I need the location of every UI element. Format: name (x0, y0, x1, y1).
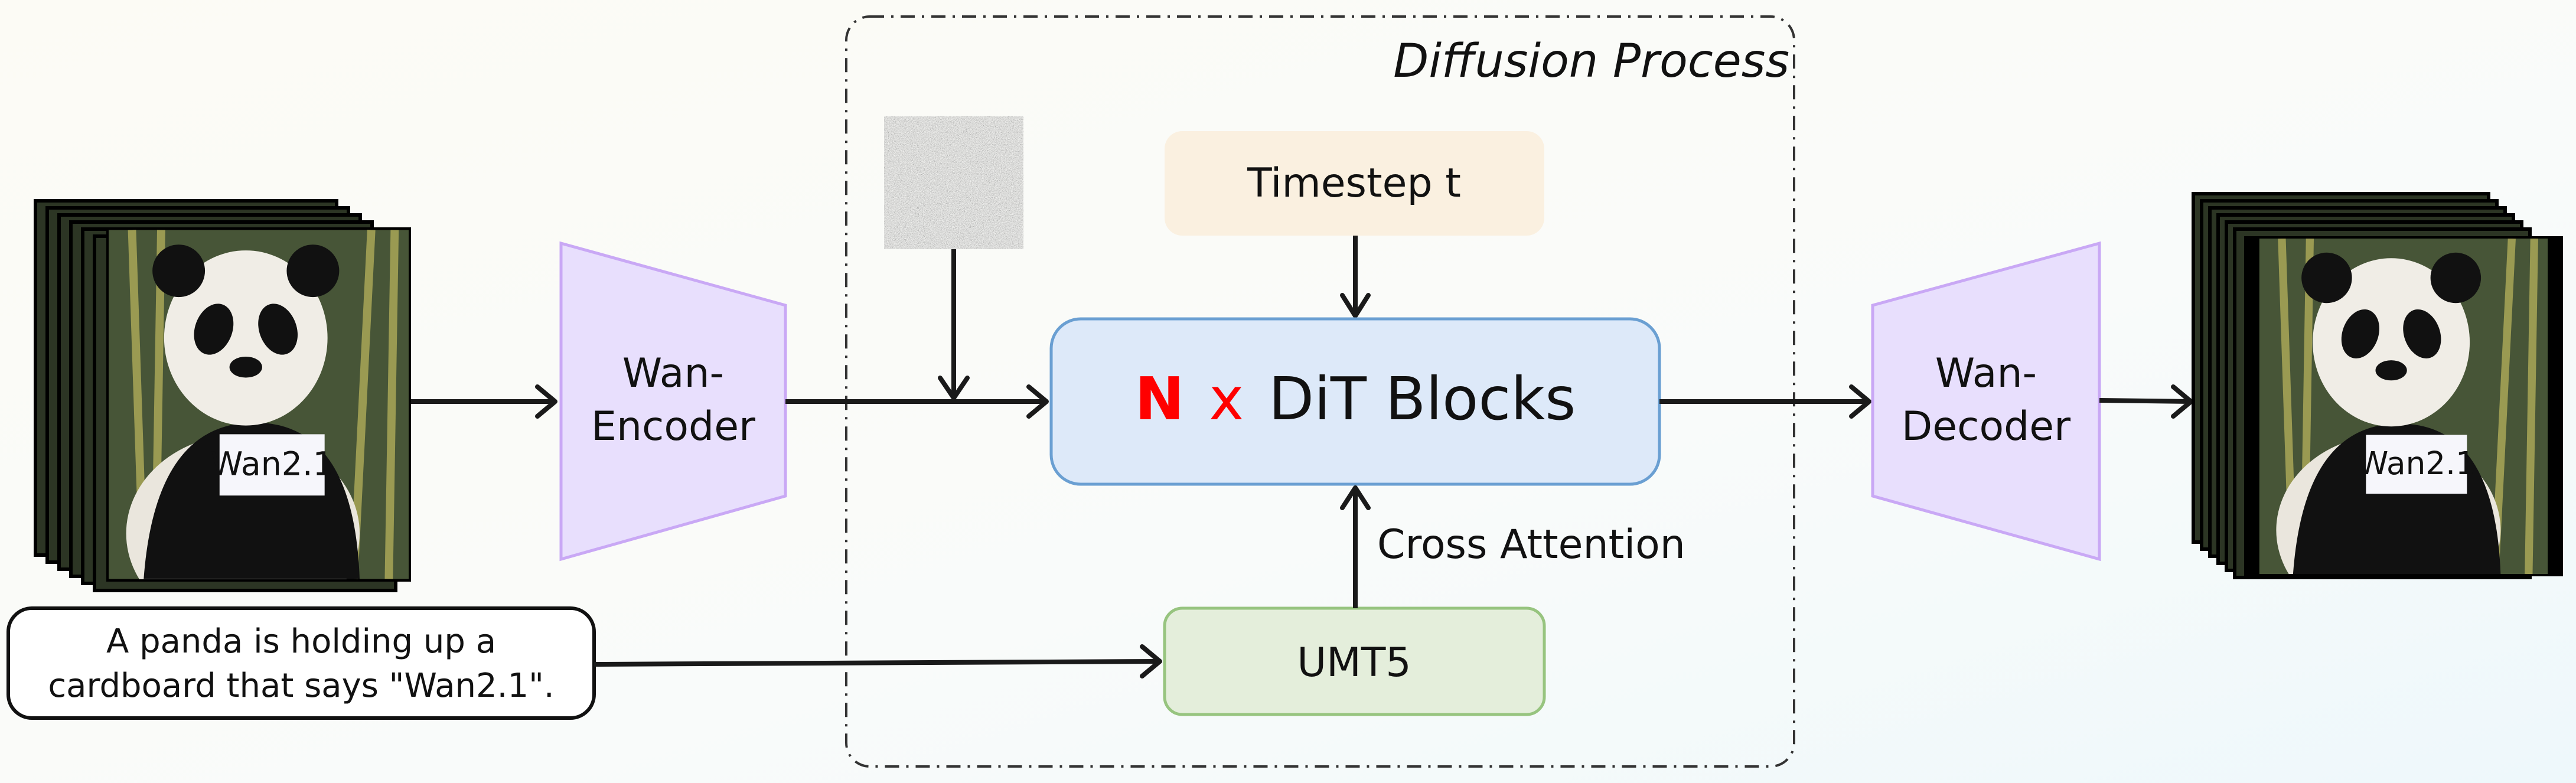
diffusion-process-label: Diffusion Process (1393, 35, 1789, 88)
decoder-label-line1: Wan- (1935, 350, 2037, 397)
diffusion-process-container (845, 15, 1795, 768)
dit-blocks-text: DiT Blocks (1269, 364, 1576, 433)
input-video-frames (34, 199, 411, 632)
arrow-decoder-to-frames (2099, 398, 2192, 404)
encoder-label-line2: Encoder (591, 403, 755, 450)
wan-decoder-block (1871, 241, 2101, 562)
dit-count-n: N (1135, 364, 1185, 433)
arrowhead (938, 376, 970, 400)
encoder-label-line1: Wan- (622, 350, 724, 397)
cross-attention-label: Cross Attention (1377, 521, 1685, 568)
arrowhead (1849, 384, 1871, 419)
panda-image (109, 230, 409, 632)
arrowhead (1340, 293, 1371, 318)
prompt-line1: A panda is holding up a (106, 622, 496, 661)
decoder-label-line2: Decoder (1902, 403, 2070, 450)
arrowhead (2171, 384, 2193, 419)
arrow-prompt-to-umt5 (594, 659, 1160, 667)
dit-times: x (1209, 364, 1244, 433)
dit-label: N x DiT Blocks (1135, 364, 1576, 433)
timestep-label: Timestep t (1247, 160, 1461, 207)
panda-image (2259, 239, 2548, 625)
noise-latent-image (884, 116, 1023, 249)
umt5-label: UMT5 (1297, 640, 1411, 686)
timestep-box (1165, 131, 1544, 236)
arrowhead (535, 384, 557, 419)
output-video-frames (2192, 192, 2563, 625)
prompt-line2: cardboard that says "Wan2.1". (48, 667, 554, 705)
arrowhead (1140, 644, 1162, 678)
wan-encoder-block (559, 241, 787, 562)
arrowhead (1026, 384, 1049, 419)
arrowhead (1340, 485, 1371, 510)
